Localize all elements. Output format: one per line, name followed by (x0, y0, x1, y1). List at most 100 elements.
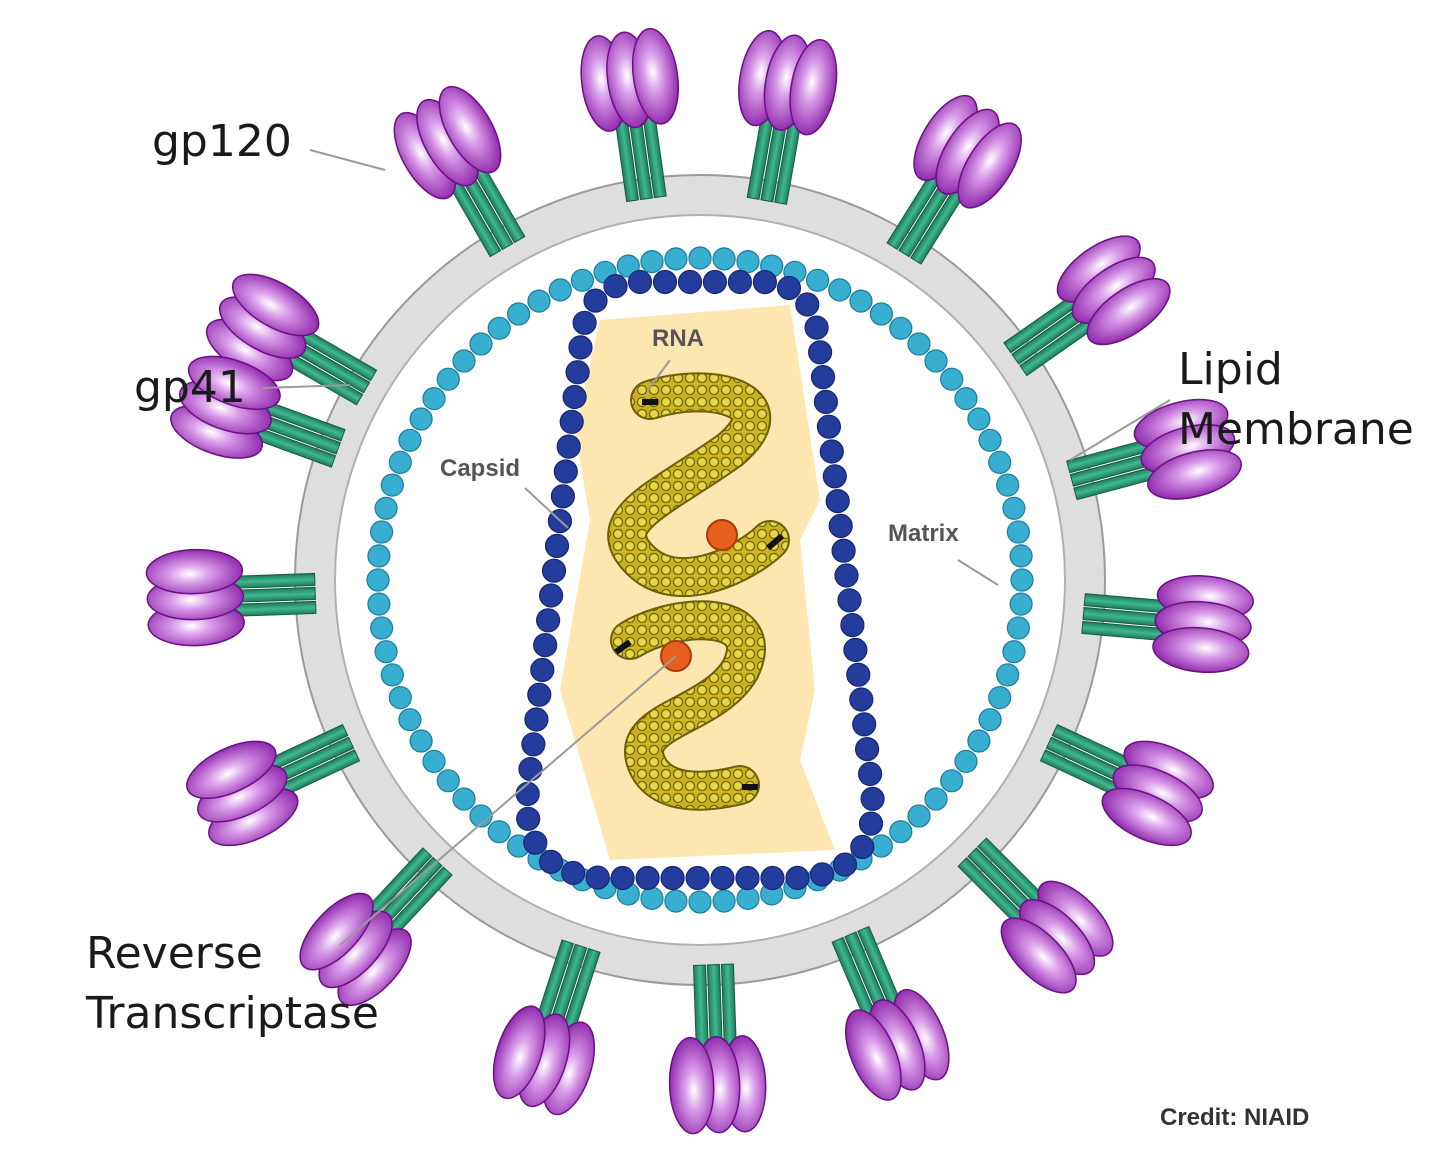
matrix-bead (388, 685, 412, 710)
matrix-bead (380, 473, 404, 497)
envelope-spike (668, 963, 767, 1135)
capsid-bead (677, 269, 703, 295)
gp120-head (145, 548, 245, 647)
matrix-bead (736, 250, 760, 274)
gp120-head (299, 892, 412, 1006)
lipid-membrane-leader (1069, 399, 1171, 461)
capsid-bead (804, 315, 829, 340)
envelope-spike (205, 273, 378, 406)
gp120-head (668, 1035, 767, 1135)
matrix-bead (374, 640, 398, 664)
capsid-bead (559, 409, 584, 434)
capsid-bead (776, 275, 802, 301)
matrix-bead (422, 749, 446, 774)
matrix-bead (370, 616, 394, 640)
capsid-bead (568, 335, 593, 360)
gp120-head (1000, 880, 1114, 994)
gp120-head (913, 94, 1022, 209)
matrix-bead (996, 663, 1020, 687)
capsid-bead (527, 682, 552, 707)
credit-label: Credit: NIAID (1160, 1104, 1309, 1131)
matrix-bead (388, 450, 412, 474)
capsid-bead (652, 269, 678, 295)
matrix-bead (616, 254, 640, 278)
envelope-spike (886, 94, 1022, 265)
matrix-bead (664, 247, 688, 271)
capsid-bead (825, 489, 850, 514)
matrix-bead (487, 820, 511, 844)
gp120-head (1101, 740, 1214, 847)
gp120-head (1152, 575, 1254, 673)
reverse-transcriptase-leader (339, 655, 677, 946)
matrix-bead (409, 407, 433, 431)
capsid-bead (685, 865, 710, 891)
capsid-bead (828, 513, 853, 539)
capsid-bead (553, 459, 578, 484)
gp41-leader (261, 384, 351, 389)
gp120-head (170, 355, 281, 459)
matrix-bead (712, 247, 736, 271)
capsid-bead (843, 637, 868, 663)
reverse-transcriptase-label-line2: Transcriptase (85, 988, 379, 1039)
matrix-bead (422, 387, 446, 411)
capsid-bead (610, 865, 635, 891)
capsid-bead (533, 632, 558, 658)
matrix-bead (889, 316, 913, 340)
capsid-bead (572, 310, 597, 335)
capsid-bead (840, 612, 865, 638)
matrix-bead (967, 729, 991, 753)
matrix-bead (849, 289, 873, 313)
matrix-bead (736, 886, 760, 911)
capsid-bead (822, 464, 847, 489)
matrix-bead (889, 820, 913, 844)
matrix-bead (436, 367, 460, 391)
envelope-spike (580, 27, 680, 203)
capsid-bead (785, 865, 810, 891)
capsid-bead (518, 756, 543, 782)
matrix-bead (1010, 568, 1034, 592)
gp120-head (845, 988, 950, 1101)
capsid-bead (603, 274, 628, 299)
leader-lines (261, 149, 1171, 946)
matrix-bead (409, 729, 433, 753)
reverse-transcriptase-label-line1: Reverse (86, 928, 263, 979)
lipid-membrane-label-line2: Membrane (1178, 404, 1414, 455)
capsid-bead (660, 865, 685, 891)
gp41-stalk (364, 847, 453, 939)
envelope-spike (170, 355, 346, 468)
lipid-membrane-label-line1: Lipid (1178, 344, 1283, 395)
gp41-stalk (535, 939, 601, 1034)
capsid-bead (850, 834, 875, 860)
envelope-spike (1039, 723, 1214, 847)
gp120-head (1056, 235, 1171, 346)
matrix-bead (380, 663, 404, 687)
matrix-bead (924, 349, 948, 373)
gp120-head (738, 29, 838, 136)
matrix-bead (367, 544, 391, 568)
gp41-stalk (1066, 438, 1160, 501)
capsid-bead (834, 563, 859, 588)
matrix-bead (527, 289, 551, 313)
capsid-bead (849, 687, 874, 712)
capsid-bead (852, 712, 877, 737)
envelope-spike (393, 85, 526, 258)
envelope-spike (738, 29, 838, 205)
capsid-bead (538, 583, 564, 608)
matrix-bead (954, 387, 978, 411)
matrix-bead (1002, 496, 1026, 520)
capsid-bead (530, 657, 555, 683)
matrix-bead (869, 302, 894, 326)
gp41-stalk (614, 111, 667, 203)
envelope-spike (299, 847, 453, 1006)
capsid-bead (752, 270, 778, 295)
capsid-bead (562, 384, 587, 410)
capsid-bead (735, 865, 760, 891)
matrix-bead (978, 708, 1002, 732)
envelope-spike (957, 837, 1114, 994)
matrix-leader (957, 559, 999, 586)
capsid-bead (524, 707, 549, 732)
rna-label: RNA (652, 325, 704, 352)
capsid-bead (538, 849, 564, 874)
gp41-stalk (264, 723, 361, 798)
capsid-bead (854, 736, 880, 762)
